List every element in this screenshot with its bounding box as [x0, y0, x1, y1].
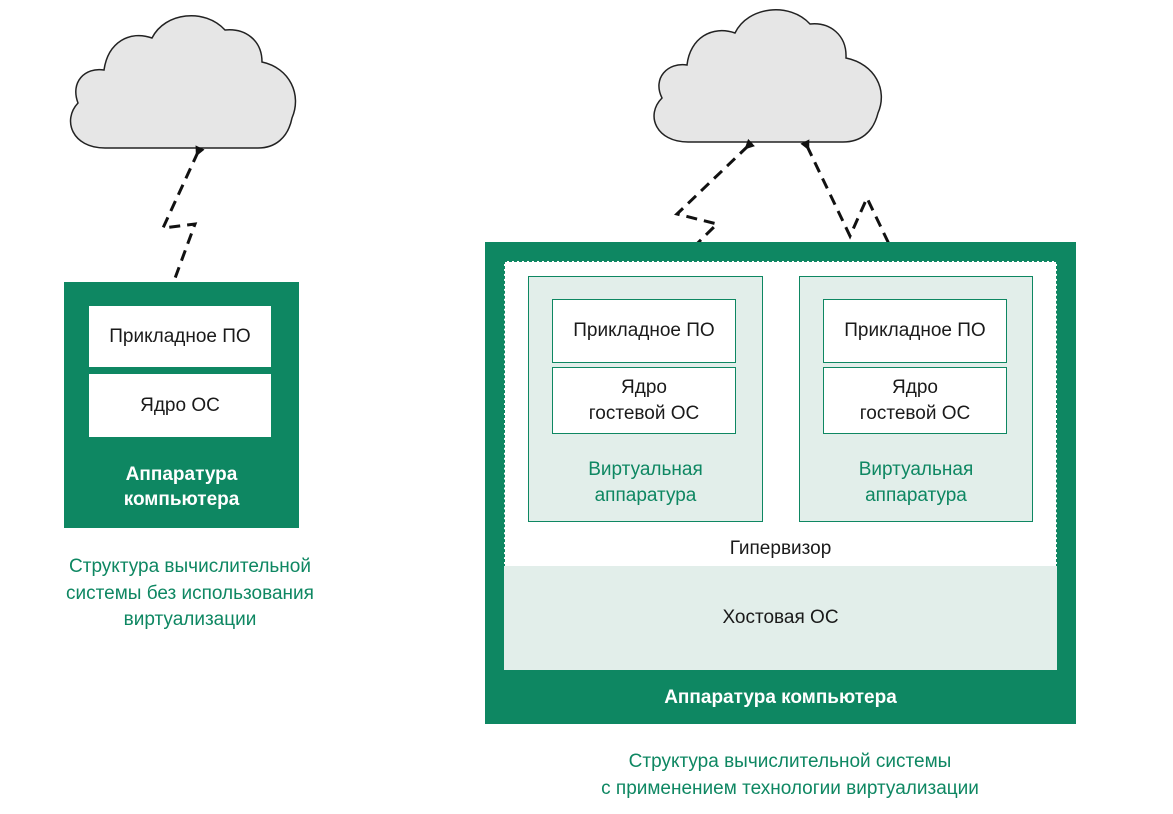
left-kernel-box: Ядро ОС	[88, 373, 272, 438]
lightning-dashed-arrow-icon	[160, 145, 205, 305]
host-os-box: Хостовая ОС	[504, 566, 1057, 670]
left-kernel-label: Ядро ОС	[140, 394, 220, 416]
cloud-icon	[653, 9, 883, 143]
vm1-app-box: Прикладное ПО	[552, 299, 736, 363]
right-hardware-label: Аппаратура компьютера	[664, 687, 897, 708]
left-hardware-label: Аппаратура компьютера	[123, 464, 240, 510]
left-app-box: Прикладное ПО	[88, 305, 272, 368]
host-os-label: Хостовая ОС	[722, 607, 839, 628]
vm1-kernel-label: Ядро гостевой ОС	[588, 376, 700, 424]
vm1-virtual-hardware-label: Виртуальная аппаратура	[588, 459, 703, 506]
left-app-label: Прикладное ПО	[109, 325, 251, 347]
vm1-app-label: Прикладное ПО	[573, 320, 715, 342]
left-caption: Структура вычислительной системы без исп…	[66, 556, 314, 631]
vm2-kernel-box: Ядро гостевой ОС	[823, 367, 1007, 434]
hypervisor-label: Гипервизор	[729, 538, 832, 559]
vm2-app-label: Прикладное ПО	[844, 320, 986, 342]
right-caption: Структура вычислительной системы с приме…	[601, 751, 979, 799]
cloud-icon	[69, 15, 297, 149]
vm2-kernel-label: Ядро гостевой ОС	[859, 376, 971, 424]
vm1-kernel-box: Ядро гостевой ОС	[552, 367, 736, 434]
vm2-app-box: Прикладное ПО	[823, 299, 1007, 363]
vm2-virtual-hardware-label: Виртуальная аппаратура	[858, 459, 974, 506]
